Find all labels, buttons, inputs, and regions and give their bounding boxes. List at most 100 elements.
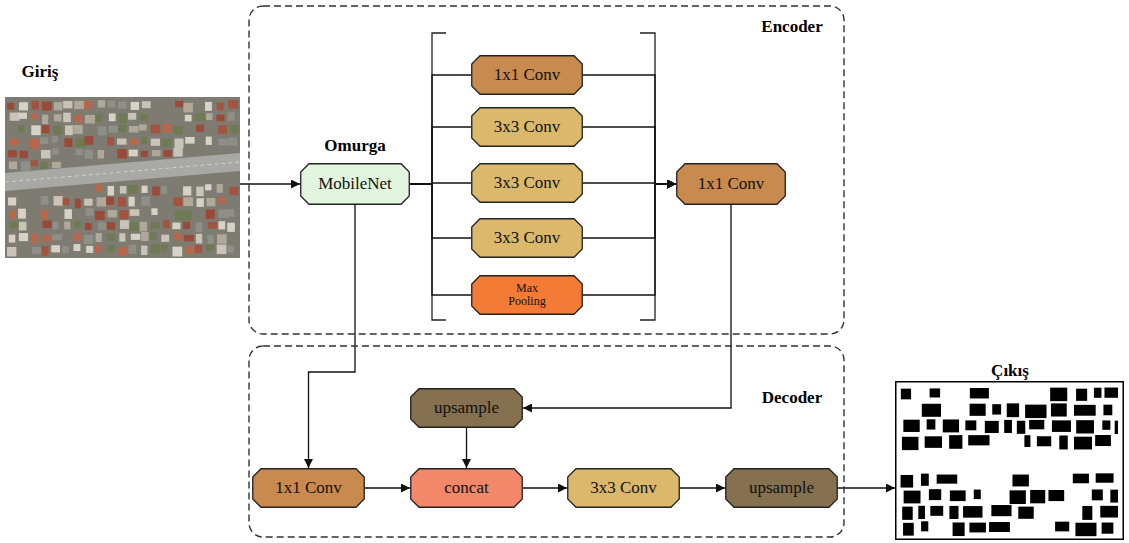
building: [992, 404, 1001, 414]
building: [1076, 420, 1094, 433]
roof: [41, 210, 48, 220]
layer-box: OmurgaMobileNet: [300, 163, 410, 205]
building: [965, 420, 976, 430]
layer-box: upsample: [725, 468, 838, 508]
roof: [84, 199, 92, 206]
building: [1010, 490, 1026, 504]
roof: [41, 196, 49, 205]
layer-box: 3x3 Conv: [471, 163, 583, 203]
roof: [131, 234, 141, 240]
building: [1103, 405, 1112, 416]
building: [1004, 420, 1012, 433]
connector: [466, 428, 467, 468]
roof: [85, 223, 92, 230]
roof: [163, 124, 172, 132]
roof: [141, 232, 148, 241]
roof: [230, 126, 239, 134]
box-label: 3x3 Conv: [494, 118, 561, 137]
octagon: [472, 276, 583, 315]
roof: [9, 235, 16, 243]
roof: [141, 137, 147, 144]
roof: [185, 137, 194, 144]
roof: [161, 235, 169, 242]
roof: [7, 247, 16, 256]
box-label: 1x1 Conv: [275, 479, 342, 498]
roof: [162, 139, 171, 148]
building: [1075, 523, 1096, 536]
roof: [161, 244, 168, 251]
building: [1100, 506, 1118, 518]
roof: [19, 233, 28, 241]
layer-box: 1x1 Conv: [471, 55, 583, 95]
group-region: EncoderOmurgaMobileNet1x1 Conv3x3 Conv3x…: [248, 5, 845, 335]
roof: [228, 100, 238, 109]
box-label: concat: [444, 479, 488, 498]
building: [1096, 473, 1114, 482]
roof: [31, 113, 37, 119]
roof: [207, 198, 216, 206]
box-label: upsample: [749, 479, 814, 498]
image-panel: Çıkış: [895, 381, 1124, 540]
roof: [139, 124, 147, 130]
building: [1102, 523, 1114, 534]
roof: [52, 234, 62, 240]
roof: [151, 208, 157, 215]
roof: [150, 233, 156, 240]
roof: [85, 136, 94, 145]
roof: [206, 245, 215, 252]
roof: [119, 233, 125, 241]
roof: [227, 245, 234, 252]
building: [949, 506, 958, 519]
roof: [141, 151, 148, 157]
building: [1092, 489, 1103, 500]
roof: [107, 137, 114, 146]
roof: [218, 197, 225, 204]
roof: [96, 233, 102, 242]
group-region: Decoderupsample1x1 Convconcat3x3 Convups…: [248, 345, 845, 538]
roof: [74, 101, 84, 109]
connector: [680, 487, 725, 488]
roof: [197, 198, 204, 207]
roof: [217, 103, 224, 110]
layer-box: 1x1 Conv: [252, 468, 365, 508]
roof: [63, 198, 69, 205]
roof: [129, 150, 138, 157]
roof: [119, 247, 128, 256]
building: [1029, 420, 1044, 429]
roof: [20, 151, 28, 158]
roof: [195, 113, 205, 121]
connector: [410, 75, 471, 184]
roof: [9, 139, 18, 146]
roof: [62, 246, 69, 253]
roof: [217, 245, 227, 255]
layer-box: upsample: [410, 388, 523, 428]
building: [925, 436, 942, 448]
building: [968, 435, 989, 445]
roof: [64, 221, 70, 229]
roof: [207, 235, 213, 244]
roof: [152, 186, 160, 195]
building: [903, 420, 919, 432]
mask-frame: [896, 382, 1124, 540]
building: [1076, 389, 1087, 401]
roof: [108, 210, 117, 217]
roof: [18, 125, 24, 132]
roof: [131, 102, 140, 110]
roof: [42, 220, 52, 228]
dashed-frame: [249, 6, 844, 334]
building: [969, 523, 986, 533]
roof: [52, 222, 58, 230]
roof: [107, 222, 116, 230]
roof: [129, 139, 138, 145]
roof: [95, 211, 105, 220]
roof: [206, 113, 212, 120]
roof: [152, 150, 161, 156]
connector: [410, 184, 471, 295]
connector: [583, 75, 676, 184]
roof: [64, 209, 71, 219]
roof: [119, 210, 128, 219]
box-label: 3x3 Conv: [494, 229, 561, 248]
roof: [54, 114, 62, 121]
building: [922, 404, 941, 417]
